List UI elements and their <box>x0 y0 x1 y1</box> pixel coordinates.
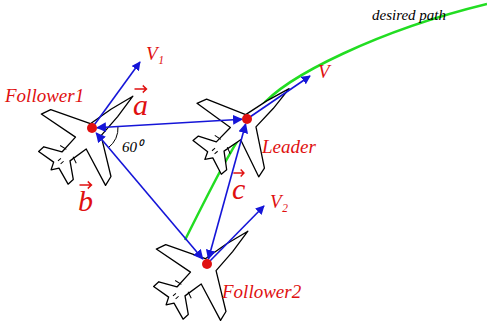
relative-vector <box>208 124 245 259</box>
angle-arc <box>108 126 118 148</box>
leader-aircraft <box>174 52 320 196</box>
follower1-aircraft <box>19 61 165 206</box>
vector-label: c <box>232 168 245 204</box>
relative-vector <box>96 133 203 259</box>
path-label: desired path <box>372 8 446 23</box>
velocity-label: V₂ <box>270 192 288 211</box>
vector-label: b <box>78 180 93 216</box>
velocity-arrow <box>247 76 310 119</box>
aircraft-position: Leader <box>242 114 252 124</box>
aircraft-position: Follower2 <box>202 259 212 269</box>
aircraft-label: Follower2 <box>222 281 301 303</box>
velocity-arrow <box>92 62 140 128</box>
angle-label: 60⁰ <box>122 140 142 155</box>
aircraft-label: Follower1 <box>5 85 84 107</box>
relative-vector <box>97 119 242 127</box>
velocity-label: V₁ <box>146 44 164 63</box>
velocity-label: V <box>318 62 330 81</box>
vector-label: a <box>133 84 148 120</box>
follower2-aircraft <box>134 196 280 324</box>
aircraft-position: Follower1 <box>87 123 97 133</box>
aircraft-label: Leader <box>262 136 316 158</box>
